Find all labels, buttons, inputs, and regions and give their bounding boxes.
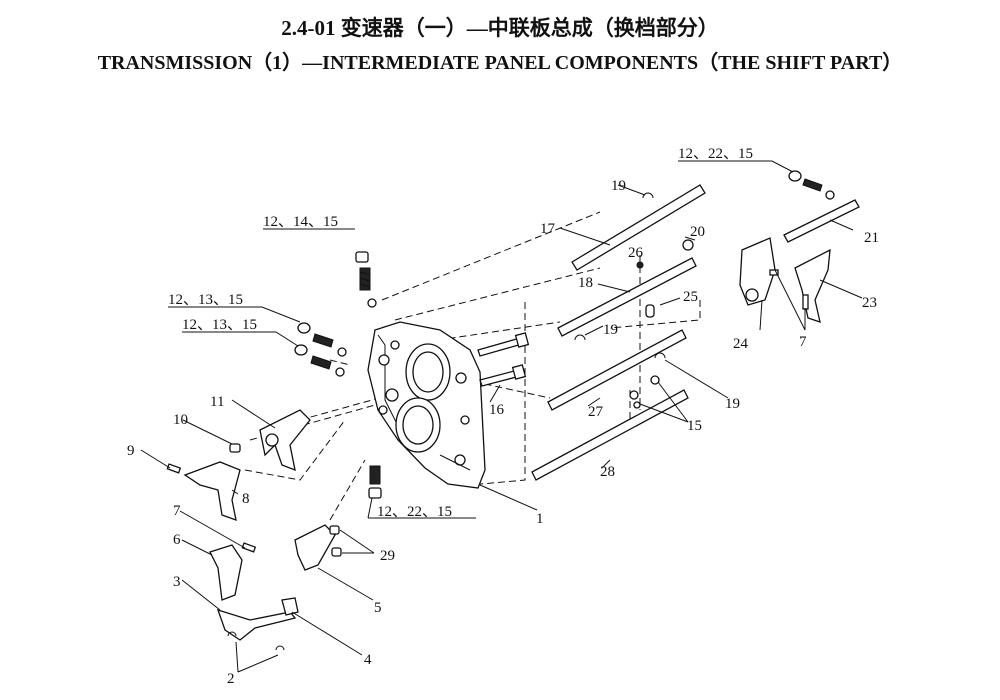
callout-2: 2 — [227, 671, 235, 687]
shift-forks — [183, 237, 831, 521]
callout-10: 10 — [173, 412, 188, 428]
callout-24: 24 — [733, 336, 749, 352]
callout-group-left-1: 12、13、15 — [168, 292, 243, 308]
callout-29: 29 — [380, 548, 395, 564]
leader-lines — [140, 160, 863, 673]
callout-labels: 1 2 3 4 5 6 7 7 8 9 10 11 15 16 17 18 19… — [127, 146, 879, 687]
callout-11: 11 — [210, 394, 224, 410]
callout-23: 23 — [862, 295, 877, 311]
shift-rails — [531, 184, 860, 481]
callout-5: 5 — [374, 600, 382, 616]
callout-group-top: 12、14、15 — [263, 214, 338, 230]
callout-1: 1 — [536, 511, 544, 527]
callout-28: 28 — [600, 464, 615, 480]
detent-springs — [294, 170, 835, 499]
callout-19-right: 19 — [725, 396, 740, 412]
callout-27: 27 — [588, 404, 604, 420]
callout-group-left-2: 12、13、15 — [182, 317, 257, 333]
callout-20: 20 — [690, 224, 705, 240]
callout-25: 25 — [683, 289, 698, 305]
callout-7-right: 7 — [799, 334, 807, 350]
callout-9: 9 — [127, 443, 135, 459]
title-english: TRANSMISSION（1）—INTERMEDIATE PANEL COMPO… — [97, 52, 903, 74]
callout-group-right: 12、22、15 — [678, 146, 753, 162]
callout-group-bottom: 12、22、15 — [377, 504, 452, 520]
callout-26: 26 — [628, 245, 644, 261]
callout-8: 8 — [242, 491, 250, 507]
callout-19-middle: 19 — [603, 322, 618, 338]
callout-17: 17 — [540, 221, 556, 237]
title-chinese: 2.4-01 变速器（一）—中联板总成（换档部分） — [281, 16, 719, 40]
intermediate-panel-housing — [367, 321, 486, 489]
callout-21: 21 — [864, 230, 879, 246]
callout-19-top: 19 — [611, 178, 626, 194]
shift-levers — [166, 192, 809, 651]
callout-6: 6 — [173, 532, 181, 548]
callout-7-left: 7 — [173, 503, 181, 519]
callout-15: 15 — [687, 418, 702, 434]
callout-3: 3 — [173, 574, 181, 590]
bolts — [477, 332, 530, 387]
callout-16: 16 — [489, 402, 505, 418]
callout-18: 18 — [578, 275, 593, 291]
callout-4: 4 — [364, 652, 372, 668]
